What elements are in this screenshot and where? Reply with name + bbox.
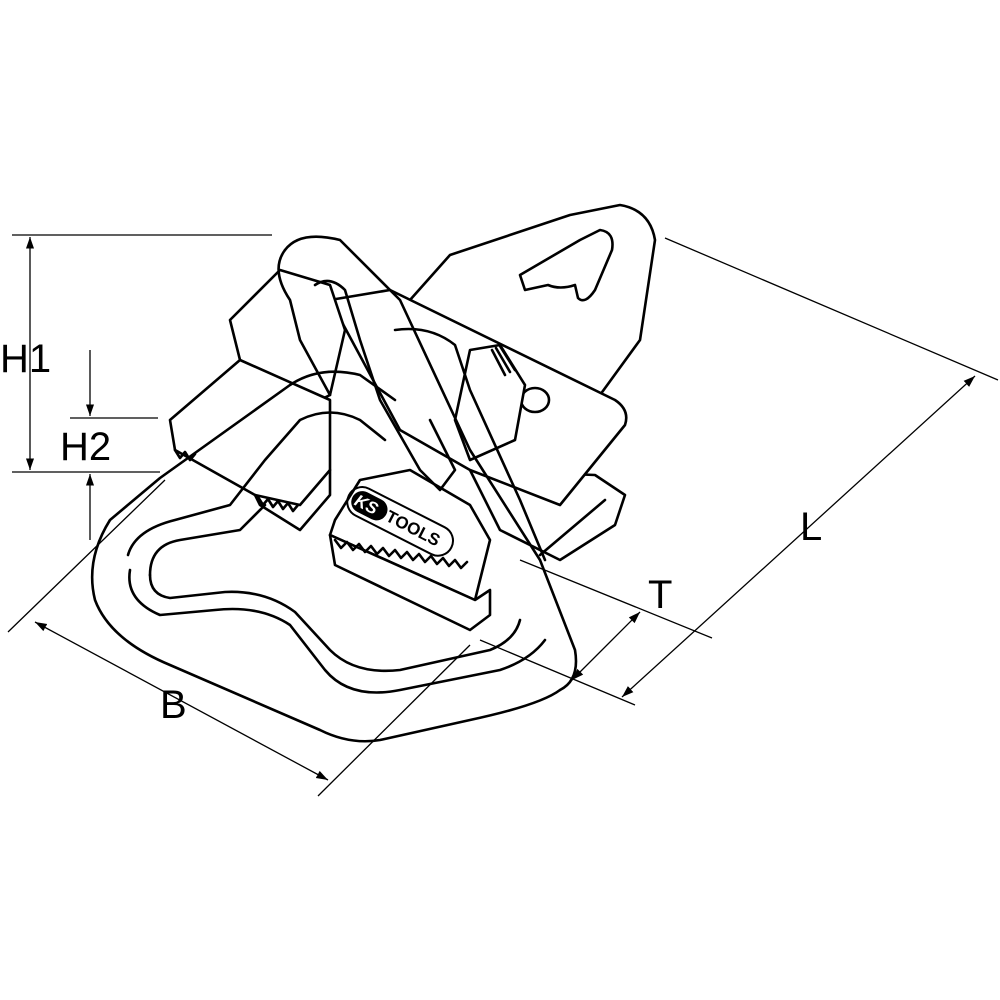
- lower-block: [468, 468, 627, 562]
- dimension-h1: H1: [0, 234, 272, 473]
- upper-plate: [328, 288, 628, 507]
- label-t: T: [648, 573, 672, 617]
- bolt-hole: [519, 386, 551, 414]
- back-plate: [408, 203, 657, 397]
- label-b: B: [160, 683, 187, 727]
- front-jaw: KS TOOLS: [328, 468, 492, 632]
- label-h1: H1: [0, 337, 51, 381]
- upright-handle: [277, 235, 578, 692]
- dimension-h2: H2: [60, 350, 158, 540]
- label-l: L: [800, 505, 822, 549]
- dimension-b: B: [7, 479, 471, 797]
- dimension-l: L: [621, 237, 999, 698]
- label-h2: H2: [60, 425, 111, 469]
- dimension-t: T: [479, 559, 713, 706]
- left-jaw: [168, 268, 347, 532]
